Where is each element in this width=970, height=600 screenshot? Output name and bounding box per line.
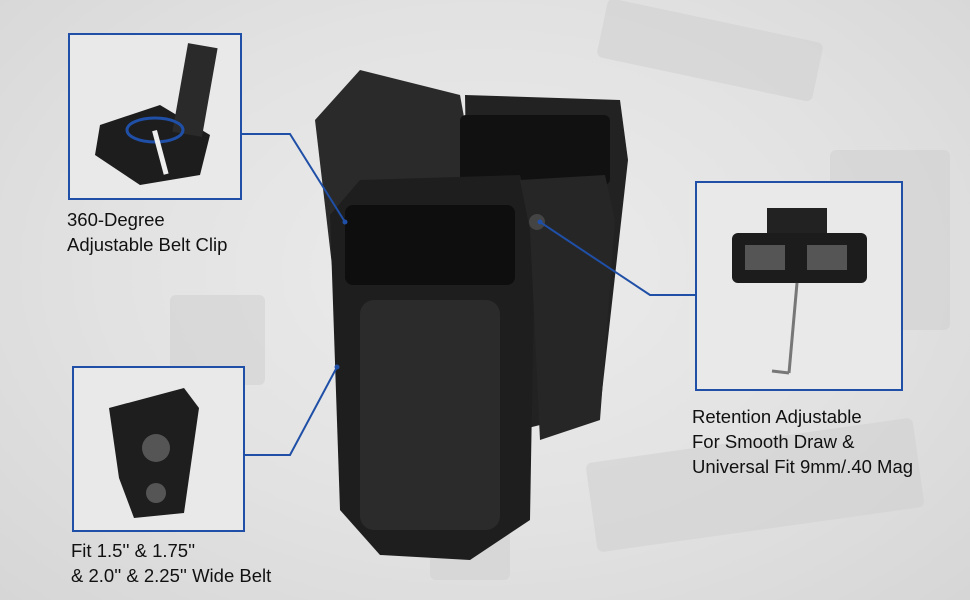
belt-width-caption: Fit 1.5'' & 1.75'' & 2.0'' & 2.25'' Wide… xyxy=(71,538,271,588)
caption-line: Fit 1.5'' & 1.75'' xyxy=(71,540,196,561)
caption-line: & 2.0'' & 2.25'' Wide Belt xyxy=(71,565,272,586)
caption-line: Adjustable Belt Clip xyxy=(67,234,228,255)
magazine-pouch xyxy=(315,70,628,560)
caption-line: 360-Degree xyxy=(67,209,165,230)
belt-clip-caption: 360-Degree Adjustable Belt Clip xyxy=(67,207,227,257)
caption-line: For Smooth Draw & xyxy=(692,431,855,452)
retention-caption: Retention Adjustable For Smooth Draw & U… xyxy=(692,404,913,479)
belt-clip-detail-image xyxy=(68,33,242,200)
connector-lines xyxy=(241,133,695,456)
caption-line: Universal Fit 9mm/.40 Mag xyxy=(692,456,914,477)
belt-width-detail-image xyxy=(72,366,245,532)
retention-detail-image xyxy=(695,181,903,391)
caption-line: Retention Adjustable xyxy=(692,406,862,427)
